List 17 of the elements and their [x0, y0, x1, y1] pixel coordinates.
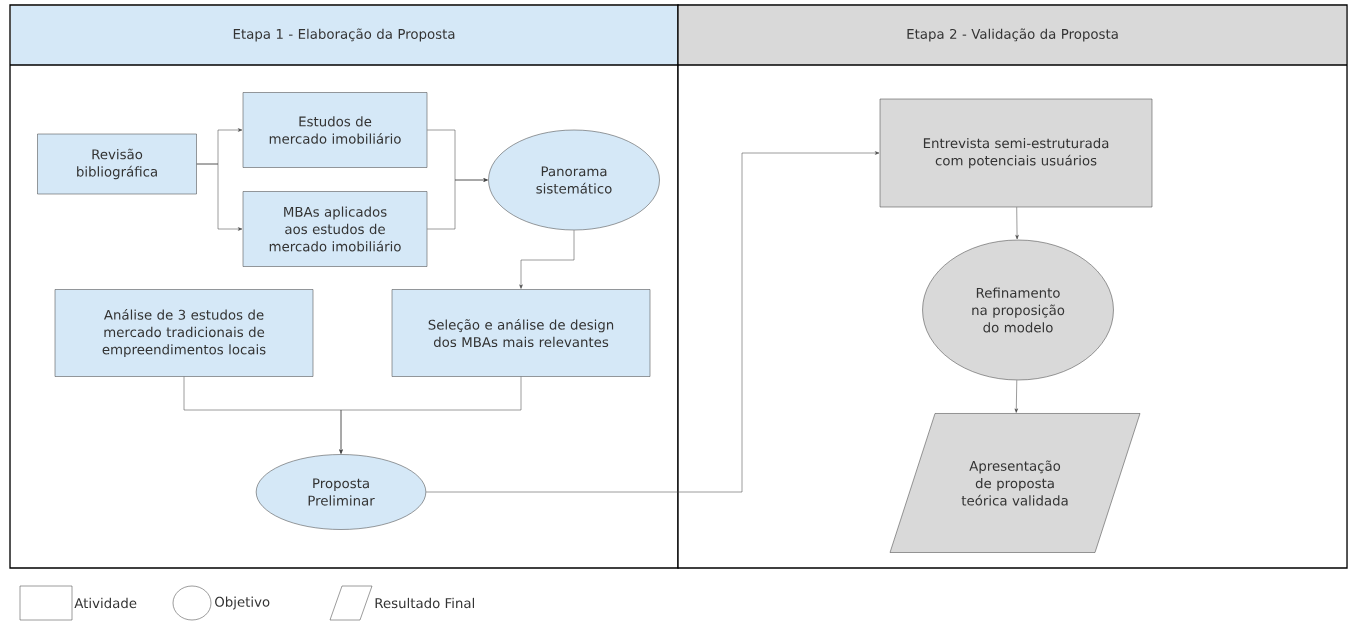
- arrow: [1015, 207, 1019, 240]
- legend-label: Atividade: [74, 597, 137, 609]
- arrow: [196, 163, 243, 231]
- arrow: [427, 178, 488, 230]
- activity-box: Entrevista semi-estruturada com potenciais usuários: [879, 98, 1153, 208]
- activity-box: MBAs aplicados aos estudos de mercado imobiliário: [242, 191, 428, 267]
- arrow: [1014, 380, 1018, 413]
- arrow: [425, 151, 880, 493]
- activity-box: Seleção e análise de design dos MBAs mais relevantes: [391, 289, 651, 377]
- result-parallelogram: Apresentação de proposta teórica validada: [889, 413, 1141, 553]
- legend-label: Objetivo: [215, 596, 270, 610]
- arrow: [339, 376, 522, 454]
- legend-label: Resultado Final: [375, 597, 474, 609]
- activity-box: Análise de 3 estudos de mercado tradicionais de empreendimentos locais: [54, 289, 314, 377]
- activity-box: Revisão bibliográfica: [37, 133, 197, 195]
- arrow: [519, 230, 575, 289]
- activity-box: Estudos de mercado imobiliário: [242, 92, 428, 168]
